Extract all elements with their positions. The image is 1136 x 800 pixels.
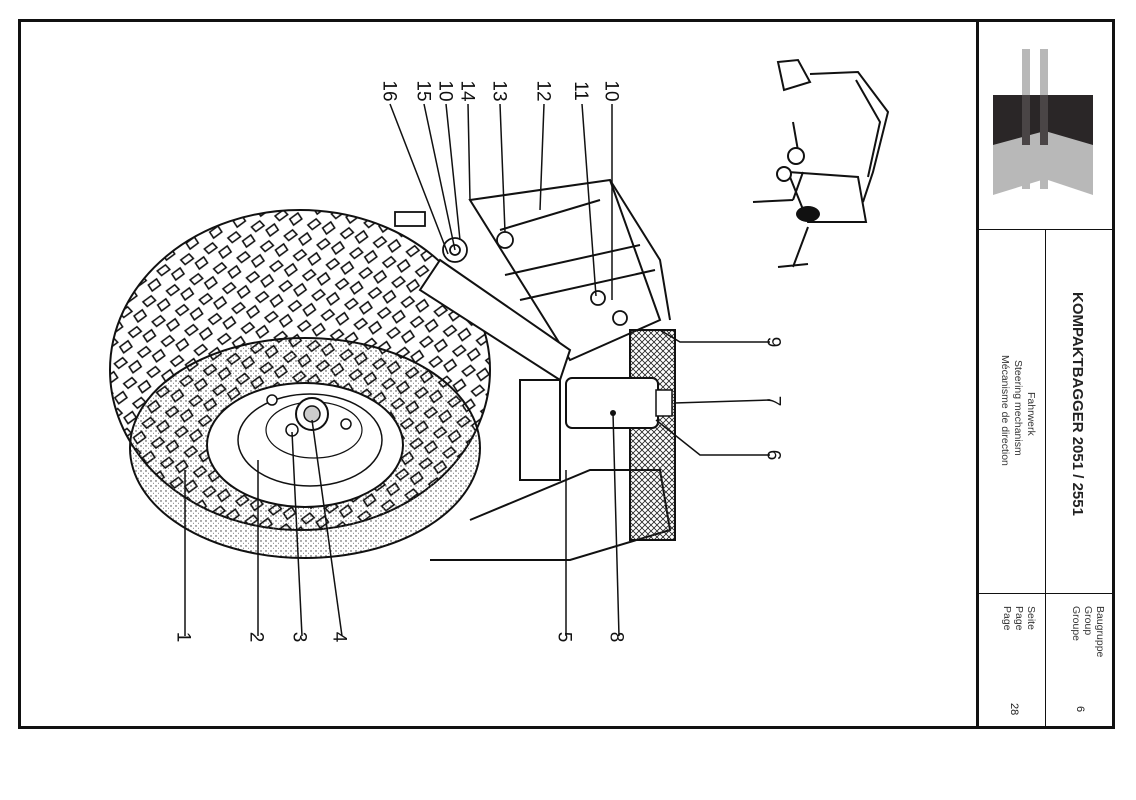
steering-cylinder [565,377,673,429]
subtitle-english: Steering mechanism [1012,360,1024,456]
machine-title: KOMPAKTBAGGER 2051 / 2551 [1069,292,1086,516]
page-label-fr: Page [1001,606,1013,631]
page-label-en: Page [1013,606,1025,631]
steering-mechanism-drawing [109,103,771,637]
company-logo [993,49,1093,195]
page-value: 28 [1008,703,1020,716]
callout-9: 9 [762,336,784,348]
callout-16: 16 [378,80,400,102]
callout-11: 11 [569,81,591,101]
callout-14: 14 [456,80,478,102]
group-label-fr: Groupe [1070,606,1082,642]
subtitle-german: Fahrwerk [1025,392,1037,436]
subtitle-french: Mécanisme de direction [999,355,1011,466]
group-label-en: Group [1082,606,1094,636]
callout-4: 4 [328,631,350,643]
callout-6: 6 [762,449,784,461]
callout-3: 3 [288,631,310,643]
title-block-line-mid [1045,229,1046,729]
callout-leader-lines [184,103,771,637]
title-block-line-bottom [979,593,1113,594]
drawing-frame [18,19,1115,729]
callout-7: 7 [762,395,784,407]
title-block-divider [976,19,979,729]
page-label-de: Seite [1025,606,1037,630]
callout-8: 8 [605,631,627,643]
callout-15: 15 [412,80,434,102]
title-block-line-top [979,229,1113,230]
callout-12: 12 [532,80,554,102]
group-label-de: Baugruppe [1094,606,1106,658]
callout-10-right: 10 [600,80,622,102]
callout-5: 5 [553,631,575,643]
callout-1: 1 [172,631,194,643]
group-value: 6 [1074,706,1086,713]
callout-2: 2 [245,631,267,643]
machine-thumbnail [752,58,890,268]
callout-13: 13 [488,80,510,102]
callout-10-left: 10 [434,80,456,102]
